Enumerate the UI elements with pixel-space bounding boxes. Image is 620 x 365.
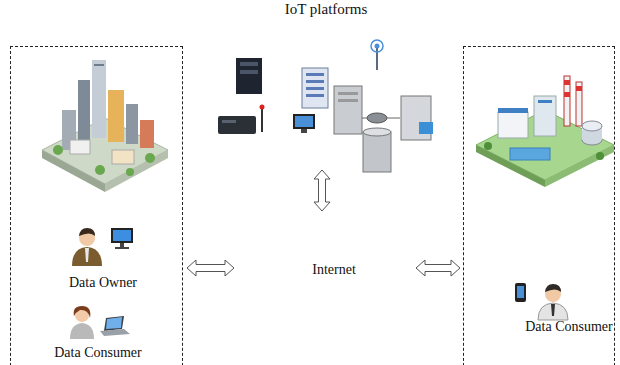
user-region: Data OwnerData Consumer: [10, 46, 183, 365]
user-region: Data Consumer: [463, 46, 615, 365]
internet-cloud: Internet: [228, 205, 422, 333]
data-consumer-figure: [515, 283, 568, 320]
data-owner-figure: [72, 228, 133, 266]
double-arrow: [314, 170, 330, 211]
platform-title: IoT platforms: [285, 1, 368, 18]
cloud-shape: [237, 219, 416, 330]
double-arrow: [416, 260, 460, 276]
city-illustration: [42, 60, 168, 192]
double-arrow: [187, 260, 234, 276]
role-label: Data Consumer: [54, 345, 141, 361]
data-consumer-figure: [70, 306, 130, 339]
role-label: Data Consumer: [525, 319, 612, 335]
factory-illustration: [476, 76, 614, 187]
role-label: Data Owner: [69, 275, 137, 291]
cloud-label: Internet: [312, 262, 356, 278]
server-devices: [218, 40, 433, 172]
platform-cloud: IoT platforms: [190, 22, 462, 182]
cloud-outline: [190, 22, 462, 182]
cloud-shape: [203, 40, 454, 179]
